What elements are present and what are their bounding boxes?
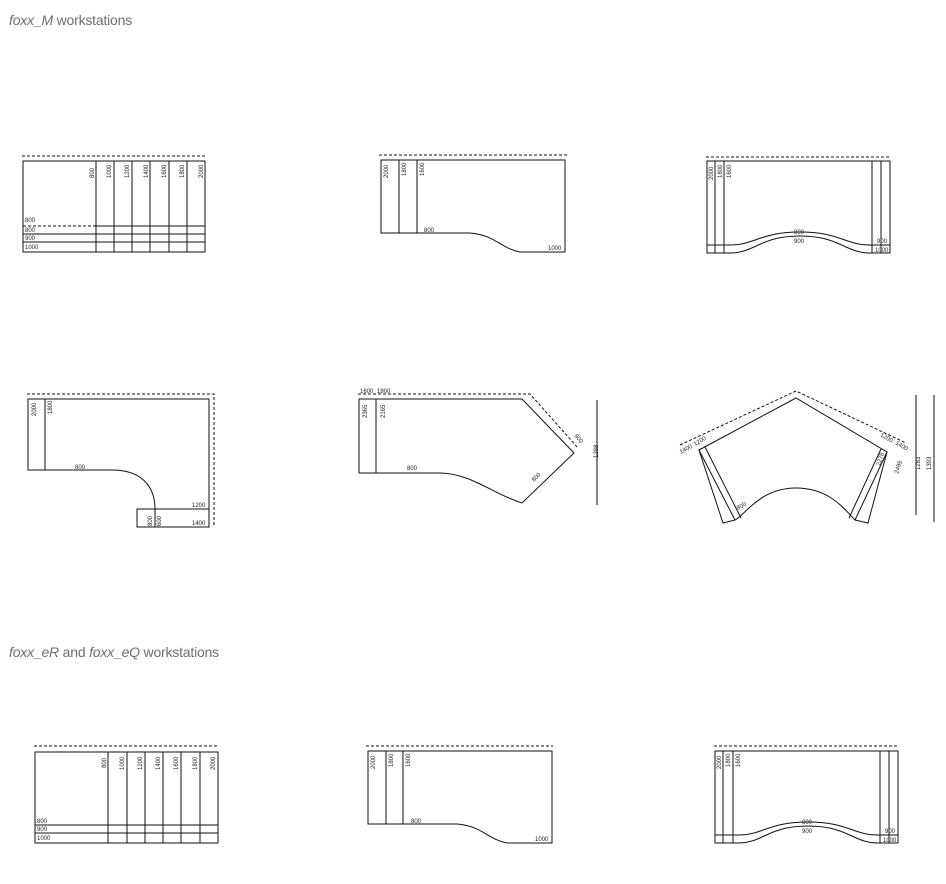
dim-label: 1393 xyxy=(927,456,933,470)
drawing-angled-desk-120: 1400 1200 1200 1400 2278 2495 800 1283 1… xyxy=(679,390,935,524)
dim-label: 1000 xyxy=(25,245,39,251)
dim-label: 1800 xyxy=(726,753,732,767)
dim-label: 1600 xyxy=(727,164,733,178)
dim-label: 800 xyxy=(102,757,108,768)
dim-label: 1800 xyxy=(402,162,408,176)
section-heading-foxx-m: foxx_M workstations xyxy=(9,12,132,28)
dim-label: 2278 xyxy=(876,451,886,466)
dim-label: 800 xyxy=(411,819,422,825)
dim-label: 2000 xyxy=(211,756,217,770)
brand-name: foxx_M xyxy=(9,12,53,28)
dim-label: 900 xyxy=(37,827,48,833)
drawing-wave-desk-er: 2000 1800 1600 800 900 900 1000 xyxy=(714,745,899,844)
dim-label: 800 xyxy=(802,820,813,826)
drawing-freeform-desk: 2000 1800 1600 800 1000 xyxy=(379,154,567,253)
dim-label: 900 xyxy=(794,239,805,245)
dim-label: 1800 xyxy=(193,756,199,770)
drawing-l-shaped-desk: 2000 1800 800 1200 1400 800 600 xyxy=(27,393,215,528)
dim-label: 2000 xyxy=(371,755,377,769)
dim-label: 800 xyxy=(736,501,748,512)
dim-label: 900 xyxy=(802,829,813,835)
dim-label: 1600 xyxy=(420,162,426,176)
dim-label: 1000 xyxy=(37,836,51,842)
dim-label: 800 xyxy=(407,466,418,472)
dim-label: 1283 xyxy=(916,456,922,470)
dim-label: 1600 xyxy=(406,753,412,767)
dim-label: 800 xyxy=(75,465,86,471)
dim-label: 800 xyxy=(90,167,96,178)
dim-label: 2365 xyxy=(363,404,369,418)
dim-label: 1000 xyxy=(120,756,126,770)
section-heading-foxx-er-eq: foxx_eR and foxx_eQ workstations xyxy=(9,644,219,660)
dim-label: 2000 xyxy=(32,402,38,416)
dim-label: 1600 xyxy=(174,756,180,770)
dim-label: 2000 xyxy=(199,164,205,178)
dim-label: 2000 xyxy=(717,755,723,769)
dim-label: 800 xyxy=(794,230,805,236)
dim-label: 1400 xyxy=(156,756,162,770)
dim-label: 800 xyxy=(572,433,583,445)
dim-label: 1800 xyxy=(389,753,395,767)
dim-label: 1800 xyxy=(48,400,54,414)
dim-label: 1600 xyxy=(360,389,374,395)
dim-label: 900 xyxy=(25,236,36,242)
dim-label: 1800 xyxy=(180,164,186,178)
dim-label: 2495 xyxy=(894,459,904,474)
dim-label: 900 xyxy=(877,239,888,245)
dim-label: 1200 xyxy=(138,756,144,770)
drawing-freeform-desk-er: 2000 1800 1600 800 1000 xyxy=(366,745,553,844)
dim-label: 800 xyxy=(424,228,435,234)
dim-label: 1000 xyxy=(548,246,562,252)
heading-suffix: workstations xyxy=(139,644,220,660)
dim-label: 800 xyxy=(531,472,543,484)
dim-label: 1800 xyxy=(718,164,724,178)
dim-label: 2000 xyxy=(709,166,715,180)
dim-label: 1800 xyxy=(377,389,391,395)
dim-label: 800 xyxy=(25,218,36,224)
heading-suffix: workstations xyxy=(52,12,133,28)
dim-label: 1200 xyxy=(125,164,131,178)
drawing-angled-desk-135: 1600 1800 2365 2165 800 800 800 1288 xyxy=(358,389,600,505)
dim-label: 1288 xyxy=(594,444,600,458)
dim-label: 1200 xyxy=(879,433,894,445)
brand-name: foxx_eQ xyxy=(89,644,140,660)
dim-label: 1000 xyxy=(883,838,897,844)
dim-label: 1400 xyxy=(894,441,909,453)
dim-label: 1000 xyxy=(107,164,113,178)
dim-label: 2165 xyxy=(381,404,387,418)
drawing-wave-desk: 2000 1800 1600 800 900 900 1000 xyxy=(706,156,891,254)
dim-label: 1600 xyxy=(162,164,168,178)
dim-label: 800 xyxy=(148,515,154,526)
dim-label: 900 xyxy=(885,829,896,835)
brand-name: foxx_eR xyxy=(9,644,59,660)
drawing-rectangular-desk-er: 800 1000 1200 1400 1600 1800 2000 800 90… xyxy=(34,745,219,844)
dim-label: 600 xyxy=(157,515,163,526)
dim-label: 1400 xyxy=(144,164,150,178)
dim-label: 800 xyxy=(37,819,48,825)
dim-label: 1600 xyxy=(736,753,742,767)
drawing-rectangular-desk: 800 1000 1200 1400 1600 1800 2000 800 80… xyxy=(22,155,206,253)
dim-label: 1200 xyxy=(192,503,206,509)
dim-label: 1000 xyxy=(875,248,889,254)
heading-joiner: and xyxy=(58,644,90,660)
dim-label: 800 xyxy=(25,228,36,234)
dim-label: 1400 xyxy=(679,444,694,456)
dim-label: 1400 xyxy=(192,521,206,527)
dim-label: 1000 xyxy=(535,837,549,843)
dim-label: 2000 xyxy=(384,164,390,178)
